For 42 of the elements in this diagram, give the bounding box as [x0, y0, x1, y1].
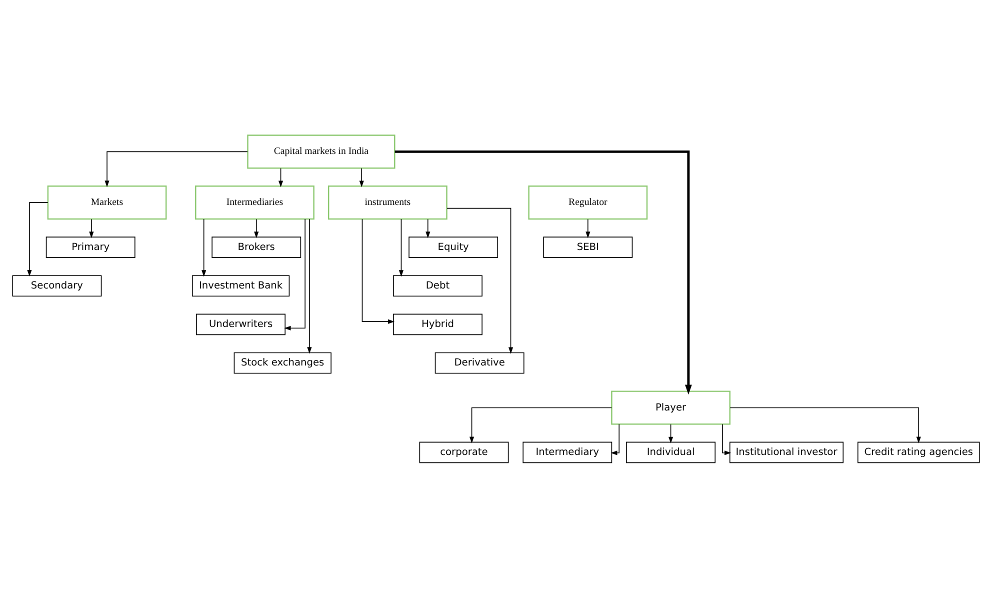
arrow	[586, 218, 590, 238]
node-box: Investment Bank	[192, 275, 290, 297]
node-box: instruments	[328, 186, 448, 220]
arrow	[426, 218, 430, 238]
node-box: Hybrid	[393, 314, 482, 336]
node-box: Underwriters	[196, 314, 286, 336]
node-box: Individual	[626, 442, 716, 464]
arrow	[722, 424, 732, 456]
arrow	[668, 424, 674, 444]
node-box: SEBI	[543, 236, 633, 258]
node-box: Secondary	[12, 275, 102, 297]
node-box: Player	[611, 390, 730, 425]
arrow	[362, 218, 395, 324]
arrow	[284, 218, 306, 330]
node-box: Intermediary	[522, 442, 612, 464]
arrow	[202, 218, 206, 277]
node-box: Credit rating agencies	[858, 442, 980, 464]
arrow	[398, 218, 404, 277]
arrow	[89, 218, 94, 238]
node-box: Debt	[393, 275, 482, 297]
node-box: Stock exchanges	[234, 352, 332, 374]
arrow	[27, 202, 48, 277]
arrow	[730, 407, 921, 444]
arrow	[446, 208, 514, 354]
arrow	[470, 407, 612, 444]
arrow	[359, 168, 364, 188]
arrow	[610, 424, 620, 456]
arrow	[394, 150, 692, 395]
node-box: Institutional investor	[729, 442, 844, 464]
arrow	[307, 218, 312, 354]
node-box: Intermediaries	[195, 186, 314, 220]
arrow	[278, 168, 284, 188]
node-box: Capital markets in India	[247, 134, 396, 169]
node-box: Derivative	[434, 352, 524, 374]
arrow	[104, 151, 248, 188]
node-box: Equity	[408, 236, 498, 258]
node-box: Regulator	[528, 186, 648, 220]
node-box: Markets	[47, 186, 167, 220]
node-box: Brokers	[212, 236, 302, 258]
node-box: corporate	[419, 442, 509, 464]
arrow	[254, 218, 259, 238]
node-box: Primary	[46, 236, 136, 258]
